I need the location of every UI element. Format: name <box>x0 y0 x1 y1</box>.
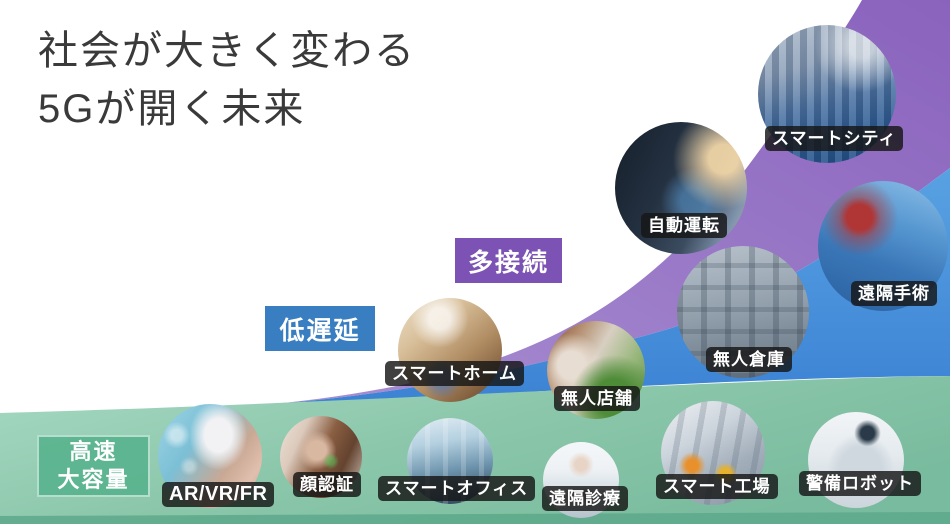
smart-office-label: スマートオフィス <box>378 476 536 501</box>
smart-home-photo <box>398 298 502 402</box>
remote-medical-label: 遠隔診療 <box>542 486 628 511</box>
category-multi-connection: 多接続 <box>455 238 562 283</box>
category-high-speed-large-capacity: 高速 大容量 <box>37 435 150 497</box>
unmanned-warehouse-label: 無人倉庫 <box>706 347 792 372</box>
category-high-speed-line2: 大容量 <box>57 467 130 492</box>
ar-vr-fr-label: AR/VR/FR <box>162 482 275 507</box>
category-high-speed-line1: 高速 <box>69 439 118 464</box>
unmanned-store-label: 無人店舗 <box>554 386 640 411</box>
smart-factory-label: スマート工場 <box>656 474 778 499</box>
face-recognition-label: 顔認証 <box>293 472 361 497</box>
category-low-latency: 低遅延 <box>265 306 375 351</box>
page-title-line2: 5Gが開く未来 <box>38 87 306 131</box>
security-robot-label: 警備ロボット <box>799 471 921 496</box>
page-title-line1: 社会が大きく変わる <box>38 29 416 73</box>
green-bottom-strip <box>0 512 950 524</box>
smart-home-label: スマートホーム <box>385 361 524 386</box>
page-title: 社会が大きく変わる 5Gが開く未来 <box>38 22 416 138</box>
smart-city-label: スマートシティ <box>765 126 904 151</box>
remote-surgery-label: 遠隔手術 <box>851 281 937 306</box>
autonomous-driving-label: 自動運転 <box>641 213 727 238</box>
